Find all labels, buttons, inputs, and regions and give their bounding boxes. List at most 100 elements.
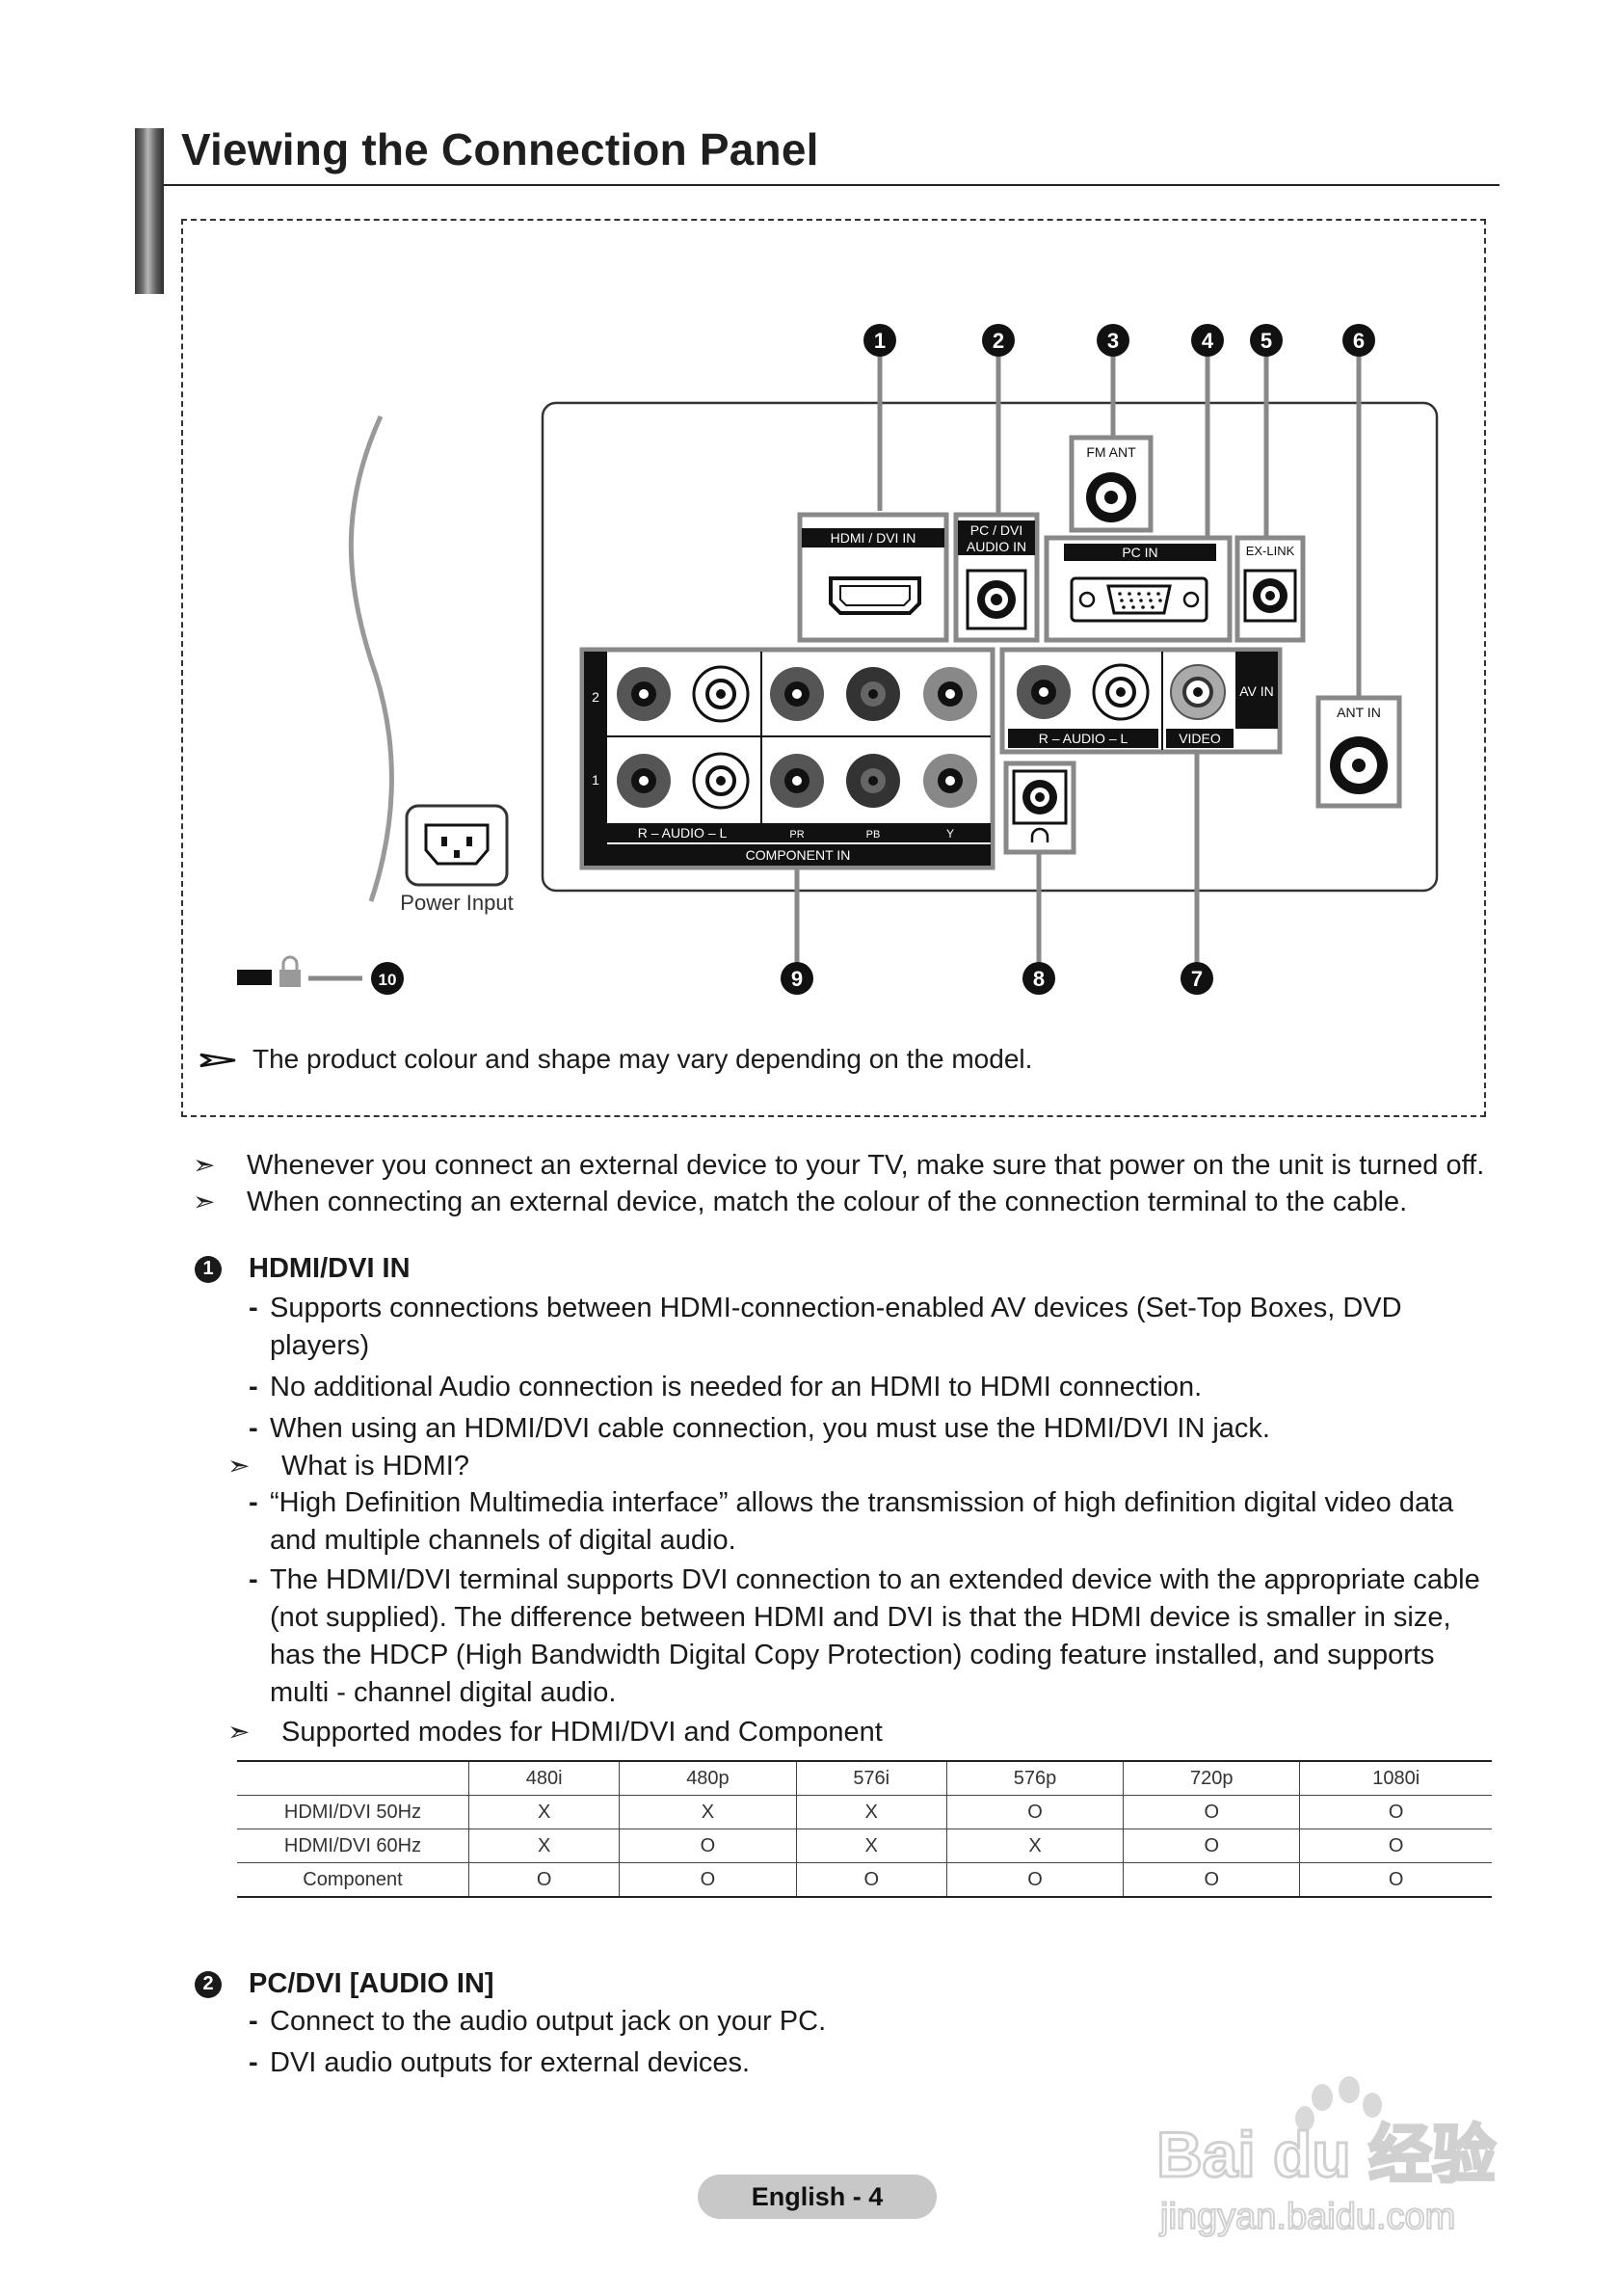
section-2-title: PC/DVI [AUDIO IN] <box>249 1968 494 1999</box>
power-input-label: Power Input <box>400 891 513 915</box>
section-1-number: 1 <box>195 1255 222 1283</box>
table-cell <box>237 1760 469 1796</box>
table-cell: O <box>619 1862 797 1898</box>
note-1: ➣ Whenever you connect an external devic… <box>193 1147 1523 1184</box>
table-cell: Component <box>237 1862 469 1898</box>
pc-in-port-group: PC IN <box>1044 535 1233 643</box>
table-cell: O <box>795 1862 947 1898</box>
table-cell: X <box>619 1795 797 1829</box>
avin-label: AV IN <box>1239 683 1274 699</box>
ex-link-port-group: EX-LINK <box>1234 535 1306 643</box>
table-cell: 576i <box>795 1760 947 1796</box>
callout-badges: 1 2 3 4 5 6 7 8 9 10 <box>371 324 1375 995</box>
av-in-port-group: AV IN R – AUDIO – L VIDEO <box>999 647 1283 755</box>
arrow-icon: ➣ <box>193 1150 216 1180</box>
headphone-port-group <box>1003 761 1076 855</box>
ant-in-port-group: ANT IN <box>1315 695 1402 809</box>
table-cell: HDMI/DVI 60Hz <box>237 1829 469 1863</box>
table-header-row: 480i 480p 576i 576p 720p 1080i <box>237 1760 1492 1796</box>
diagram-note-text: The product colour and shape may vary de… <box>252 1044 1032 1074</box>
callout-3: 3 <box>1107 329 1119 353</box>
table-cell: 1080i <box>1299 1760 1492 1796</box>
list-item: -DVI audio outputs for external devices. <box>249 2047 751 2078</box>
power-socket-icon <box>424 823 490 866</box>
arrow-icon: ➣ <box>227 1451 251 1481</box>
table-row: Component O O O O O O <box>237 1862 1492 1898</box>
table-cell: O <box>467 1862 620 1898</box>
table-cell: 720p <box>1123 1760 1300 1796</box>
pcdvi-label-2: AUDIO IN <box>967 539 1026 554</box>
section-1-list: -Supports connections between HDMI-conne… <box>249 1290 1501 1448</box>
tv-side-curve <box>348 414 394 902</box>
table-cell: X <box>945 1829 1124 1863</box>
section-2-heading: 2 PC/DVI [AUDIO IN] <box>195 1968 494 2000</box>
section-2-list: -Connect to the audio output jack on you… <box>249 2003 1405 2082</box>
supported-modes-heading: ➣ Supported modes for HDMI/DVI and Compo… <box>227 1714 883 1750</box>
page-title: Viewing the Connection Panel <box>181 124 819 174</box>
list-item: -When using an HDMI/DVI cable connection… <box>249 1413 1270 1444</box>
section-1-heading: 1 HDMI/DVI IN <box>195 1253 411 1285</box>
pcdvi-audio-port-group: PC / DVI AUDIO IN <box>953 512 1040 643</box>
table-cell: O <box>1123 1795 1300 1829</box>
table-cell: 480i <box>467 1760 620 1796</box>
connection-panel-diagram: 1 2 3 4 5 6 7 8 9 10 HDMI / DVI IN PC / … <box>199 324 1439 1074</box>
hdmi-icon <box>829 576 921 615</box>
table-cell: O <box>1299 1862 1492 1898</box>
av-audio-label: R – AUDIO – L <box>1039 731 1128 746</box>
table-cell: X <box>467 1795 620 1829</box>
callout-8: 8 <box>1033 967 1045 991</box>
pcdvi-label-1: PC / DVI <box>970 522 1022 538</box>
headphone-icon <box>1030 827 1049 842</box>
pr-label: PR <box>789 829 804 841</box>
y-label: Y <box>946 827 954 841</box>
pb-label: PB <box>866 829 881 841</box>
supported-modes-text: Supported modes for HDMI/DVI and Compone… <box>281 1717 883 1748</box>
power-input-group: Power Input <box>400 804 514 915</box>
arrow-icon: ➣ <box>227 1717 251 1747</box>
callout-10: 10 <box>379 971 397 989</box>
list-item: -The HDMI/DVI terminal supports DVI conn… <box>249 1564 1480 1708</box>
callout-6: 6 <box>1353 329 1365 353</box>
watermark-text: Bai du 经验 <box>1156 2119 1496 2190</box>
pcin-label: PC IN <box>1122 545 1157 560</box>
callout-5: 5 <box>1261 329 1272 353</box>
table-cell: O <box>1123 1862 1300 1898</box>
diagram-note: The product colour and shape may vary de… <box>199 1044 1032 1074</box>
arrow-icon: ➣ <box>193 1187 216 1216</box>
component-in-port-group: 2 1 R – AUDIO – L PR PB Y COMPONENT IN <box>579 647 995 870</box>
what-is-hdmi: ➣ What is HDMI? <box>227 1448 469 1484</box>
watermark-url: jingyan.baidu.com <box>1159 2197 1455 2237</box>
table-cell: X <box>795 1829 947 1863</box>
title-accent-bar <box>135 128 164 294</box>
callout-7: 7 <box>1191 967 1203 991</box>
table-cell: O <box>945 1795 1124 1829</box>
row-2-label: 2 <box>592 689 599 705</box>
callout-2: 2 <box>993 329 1004 353</box>
note-2: ➣ When connecting an external device, ma… <box>193 1184 1523 1220</box>
table-cell: 576p <box>945 1760 1124 1796</box>
comp-audio-label: R – AUDIO – L <box>638 825 728 841</box>
list-item: -No additional Audio connection is neede… <box>249 1372 1203 1402</box>
section-2-number: 2 <box>195 1970 222 1998</box>
table-cell: X <box>795 1795 947 1829</box>
panel-outline <box>541 401 1439 893</box>
note-1-text: Whenever you connect an external device … <box>247 1150 1485 1181</box>
baidu-watermark-logo: Bai du 经验 jingyan.baidu.com <box>1155 2076 1498 2238</box>
table-cell: O <box>1299 1795 1492 1829</box>
what-is-hdmi-text: What is HDMI? <box>281 1451 469 1482</box>
table-cell: O <box>1123 1829 1300 1863</box>
table-cell: HDMI/DVI 50Hz <box>237 1795 469 1829</box>
table-row: HDMI/DVI 50Hz X X X O O O <box>237 1795 1492 1829</box>
video-label: VIDEO <box>1179 731 1221 746</box>
list-item: -Connect to the audio output jack on you… <box>249 2006 827 2037</box>
table-cell: X <box>467 1829 620 1863</box>
diagram-frame <box>181 219 1486 1117</box>
callout-9: 9 <box>791 967 803 991</box>
hdmi-label: HDMI / DVI IN <box>831 530 916 546</box>
exlink-label: EX-LINK <box>1246 544 1295 558</box>
callout-1: 1 <box>874 329 886 353</box>
table-cell: O <box>1299 1829 1492 1863</box>
title-rule <box>164 184 1500 186</box>
fmant-label: FM ANT <box>1086 444 1136 460</box>
row-1-label: 1 <box>592 772 599 788</box>
